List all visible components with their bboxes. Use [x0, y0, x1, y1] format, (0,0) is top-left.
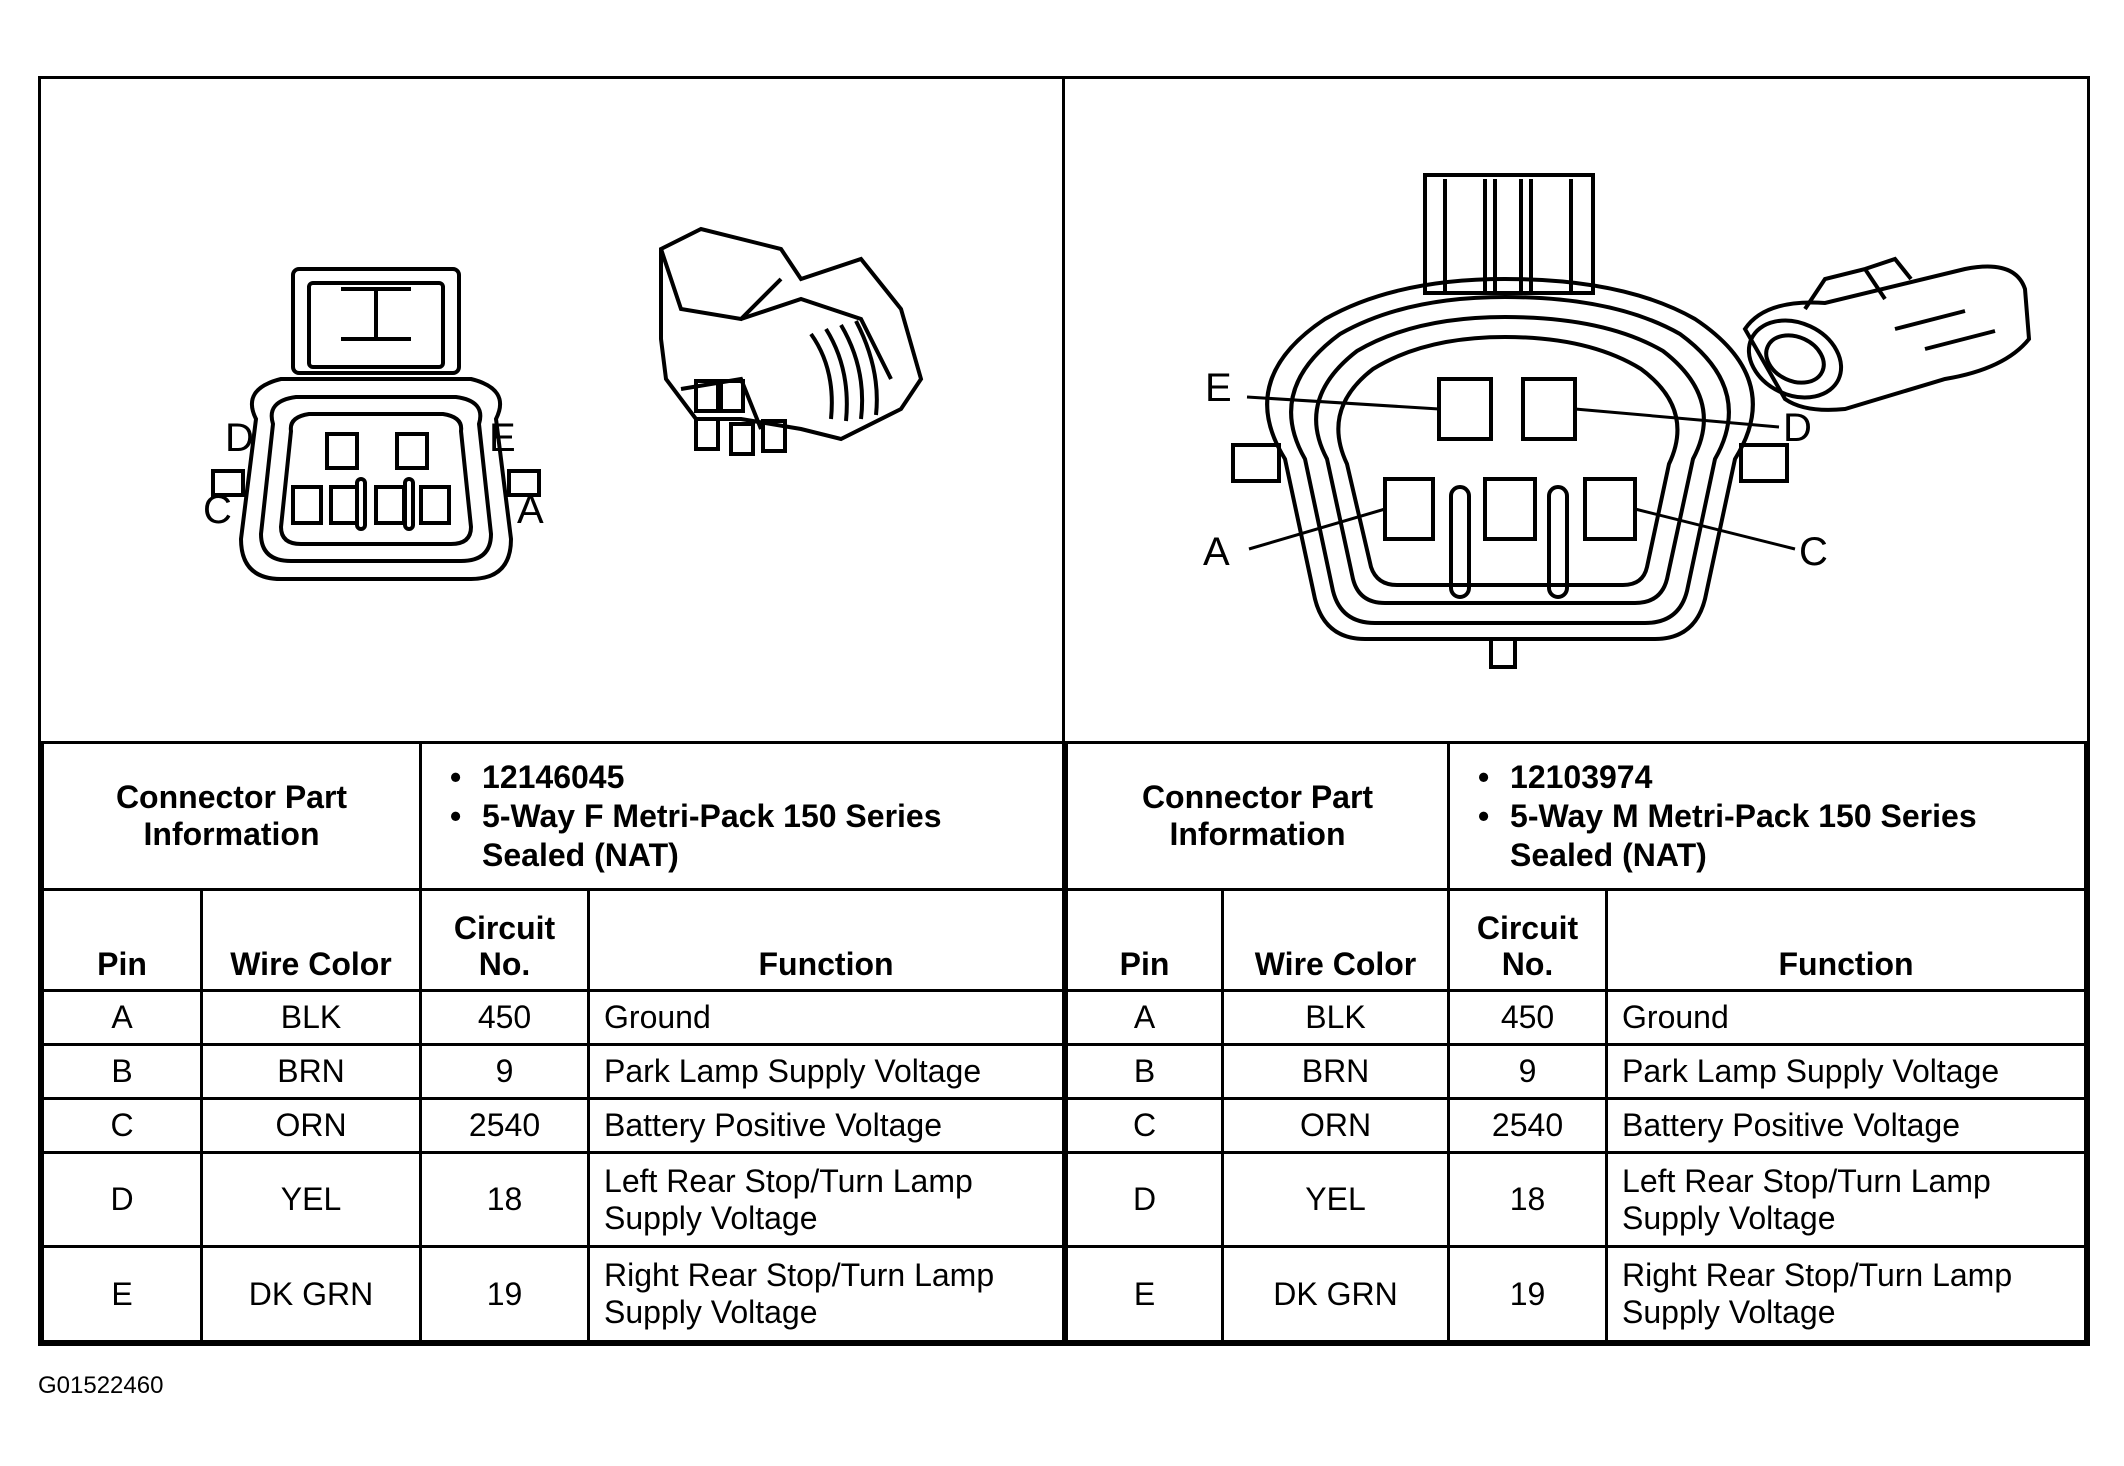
circuit-cell: 9 [419, 1043, 591, 1100]
table-header-row: Pin Wire Color Circuit No. Function [1065, 888, 2087, 993]
left-pinout-table: Connector Part Information 12146045 5-Wa… [40, 740, 1065, 1343]
pin-cell: C [1065, 1096, 1224, 1154]
function-cell: Park Lamp Supply Voltage [1605, 1043, 2087, 1100]
female-connector-iso-drawing [659, 226, 924, 456]
circuit-cell: 450 [1447, 989, 1609, 1047]
pin-cell: B [1065, 1043, 1224, 1100]
part-description: 5-Way M Metri-Pack 150 Series Sealed (NA… [1478, 797, 2070, 875]
left-connector-diagram: D E C A [41, 79, 1065, 741]
pin-cell: D [1065, 1150, 1224, 1249]
function-cell: Ground [1605, 989, 2087, 1047]
circuit-cell: 2540 [419, 1096, 591, 1154]
pin-cell: E [1065, 1245, 1224, 1343]
pin-label-d: D [1783, 406, 1812, 450]
pin-cell: B [41, 1043, 203, 1100]
table-row: C ORN 2540 Battery Positive Voltage [1065, 1096, 2087, 1154]
pin-cell: A [41, 989, 203, 1047]
figure-code: G01522460 [38, 1372, 164, 1399]
wire-color-cell: YEL [1220, 1150, 1451, 1249]
pin-label-a: A [517, 488, 544, 532]
function-cell: Right Rear Stop/Turn Lamp Supply Voltage [587, 1245, 1065, 1343]
wire-color-cell: BRN [1220, 1043, 1451, 1100]
pin-cell: E [41, 1245, 203, 1343]
circuit-cell: 19 [419, 1245, 591, 1343]
table-row: D YEL 18 Left Rear Stop/Turn Lamp Supply… [41, 1150, 1065, 1249]
header-wire-color: Wire Color [199, 888, 423, 993]
part-number: 12146045 [450, 758, 1048, 797]
wire-color-cell: ORN [199, 1096, 423, 1154]
part-description: 5-Way F Metri-Pack 150 Series Sealed (NA… [450, 797, 1048, 875]
connector-info-row: Connector Part Information 12103974 5-Wa… [1064, 740, 2087, 892]
connector-info-label: Connector Part Information [1064, 740, 1451, 892]
function-cell: Park Lamp Supply Voltage [587, 1043, 1065, 1100]
pin-cell: D [41, 1150, 203, 1249]
pin-label-c: C [1799, 530, 1828, 574]
wire-color-cell: BRN [199, 1043, 423, 1100]
header-function: Function [1605, 888, 2087, 993]
table-row: A BLK 450 Ground [41, 989, 1065, 1047]
header-pin: Pin [41, 888, 203, 993]
header-function: Function [587, 888, 1065, 993]
function-cell: Right Rear Stop/Turn Lamp Supply Voltage [1605, 1245, 2087, 1343]
wire-color-cell: BLK [1220, 989, 1451, 1047]
function-cell: Left Rear Stop/Turn Lamp Supply Voltage [1605, 1150, 2087, 1249]
table-row: B BRN 9 Park Lamp Supply Voltage [41, 1043, 1065, 1100]
pin-label-c: C [203, 488, 232, 532]
wire-color-cell: BLK [199, 989, 423, 1047]
pin-label-a: A [1203, 530, 1230, 574]
circuit-cell: 2540 [1447, 1096, 1609, 1154]
connector-figure: D E C A [38, 76, 2090, 1346]
connector-info-row: Connector Part Information 12146045 5-Wa… [40, 740, 1065, 892]
male-connector-face-drawing: E D A C [1203, 173, 2032, 669]
circuit-cell: 18 [419, 1150, 591, 1249]
circuit-cell: 450 [419, 989, 591, 1047]
male-connector-iso-drawing [1742, 256, 2032, 412]
connector-part-info: 12103974 5-Way M Metri-Pack 150 Series S… [1447, 740, 2087, 892]
table-row: C ORN 2540 Battery Positive Voltage [41, 1096, 1065, 1154]
function-cell: Battery Positive Voltage [587, 1096, 1065, 1154]
header-circuit: Circuit No. [1447, 888, 1609, 993]
circuit-cell: 9 [1447, 1043, 1609, 1100]
wire-color-cell: ORN [1220, 1096, 1451, 1154]
right-pinout-table: Connector Part Information 12103974 5-Wa… [1064, 740, 2087, 1343]
wire-color-cell: DK GRN [1220, 1245, 1451, 1343]
pin-cell: A [1065, 989, 1224, 1047]
pin-label-e: E [489, 416, 516, 460]
circuit-cell: 18 [1447, 1150, 1609, 1249]
table-header-row: Pin Wire Color Circuit No. Function [41, 888, 1065, 993]
part-number: 12103974 [1478, 758, 2070, 797]
connector-info-label: Connector Part Information [40, 740, 423, 892]
function-cell: Ground [587, 989, 1065, 1047]
table-row: E DK GRN 19 Right Rear Stop/Turn Lamp Su… [41, 1245, 1065, 1343]
pin-cell: C [41, 1096, 203, 1154]
header-circuit: Circuit No. [419, 888, 591, 993]
female-connector-face-drawing: D E C A [203, 226, 924, 581]
connector-part-info: 12146045 5-Way F Metri-Pack 150 Series S… [419, 740, 1065, 892]
table-row: B BRN 9 Park Lamp Supply Voltage [1065, 1043, 2087, 1100]
header-wire-color: Wire Color [1220, 888, 1451, 993]
pin-label-e: E [1205, 366, 1232, 410]
circuit-cell: 19 [1447, 1245, 1609, 1343]
table-row: E DK GRN 19 Right Rear Stop/Turn Lamp Su… [1065, 1245, 2087, 1343]
function-cell: Left Rear Stop/Turn Lamp Supply Voltage [587, 1150, 1065, 1249]
function-cell: Battery Positive Voltage [1605, 1096, 2087, 1154]
header-pin: Pin [1065, 888, 1224, 993]
table-row: A BLK 450 Ground [1065, 989, 2087, 1047]
pin-label-d: D [225, 416, 254, 460]
right-connector-diagram: E D A C [1065, 79, 2087, 741]
wire-color-cell: DK GRN [199, 1245, 423, 1343]
wire-color-cell: YEL [199, 1150, 423, 1249]
table-row: D YEL 18 Left Rear Stop/Turn Lamp Supply… [1065, 1150, 2087, 1249]
